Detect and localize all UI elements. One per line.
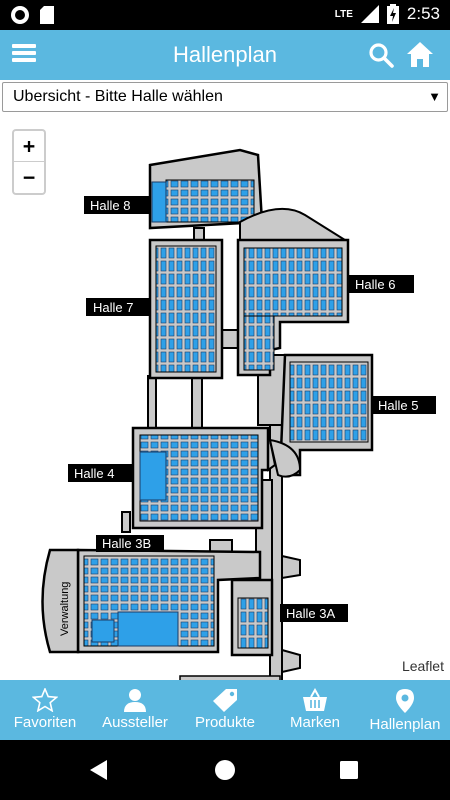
hall-8[interactable] bbox=[148, 148, 264, 230]
hall-select-value: Ubersicht - Bitte Halle wählen bbox=[13, 88, 223, 105]
hall-6-label-bg bbox=[348, 275, 414, 293]
hall-map[interactable]: Halle 8 Halle 7 Halle 6 Halle 5 Halle 4 … bbox=[0, 113, 450, 680]
search-icon[interactable] bbox=[368, 42, 394, 68]
hall-3a-label[interactable]: Halle 3A bbox=[286, 606, 335, 621]
person-icon bbox=[124, 689, 146, 712]
basket-icon bbox=[303, 688, 327, 711]
curve-area bbox=[239, 207, 349, 247]
bottom-nav: Favoriten Aussteller Produkte Marken Hal… bbox=[0, 680, 450, 740]
app-bar: Hallenplan bbox=[0, 30, 450, 80]
hall-6-label[interactable]: Halle 6 bbox=[355, 277, 395, 292]
hall-3b-label[interactable]: Halle 3B bbox=[102, 536, 151, 551]
hall-6[interactable] bbox=[236, 238, 350, 377]
system-nav-bar bbox=[0, 740, 450, 800]
nav-marken[interactable]: Marken bbox=[270, 680, 360, 740]
hall-3b[interactable] bbox=[76, 548, 262, 654]
clock: 2:53 bbox=[406, 4, 440, 23]
page-title: Hallenplan bbox=[173, 42, 277, 67]
bottom-building bbox=[179, 675, 281, 680]
tag-icon bbox=[213, 689, 237, 712]
hall-4[interactable] bbox=[131, 426, 270, 530]
nav-aussteller-label: Aussteller bbox=[102, 714, 168, 731]
network-type: LTE bbox=[334, 8, 353, 20]
hall-8-label[interactable]: Halle 8 bbox=[90, 198, 130, 213]
nav-favoriten[interactable]: Favoriten bbox=[0, 680, 90, 740]
hall-7[interactable] bbox=[148, 238, 224, 380]
recents-icon[interactable] bbox=[340, 761, 358, 779]
hall-4-label[interactable]: Halle 4 bbox=[74, 466, 114, 481]
nav-favoriten-label: Favoriten bbox=[13, 714, 77, 731]
battery-charging-icon bbox=[386, 4, 399, 24]
admin-label[interactable]: Verwaltung bbox=[59, 582, 71, 636]
star-icon bbox=[32, 688, 58, 712]
signal-icon bbox=[360, 5, 379, 23]
hall-select[interactable]: Ubersicht - Bitte Halle wählen ▼ bbox=[2, 82, 448, 112]
hall-7-label[interactable]: Halle 7 bbox=[93, 300, 133, 315]
home-button-icon[interactable] bbox=[214, 759, 236, 781]
hall-5[interactable] bbox=[268, 353, 374, 478]
nav-produkte-label: Produkte bbox=[194, 714, 256, 731]
zoom-control: + − bbox=[12, 129, 46, 195]
back-icon[interactable] bbox=[89, 759, 109, 781]
dropdown-arrow-icon: ▼ bbox=[428, 89, 441, 104]
hall-3a[interactable] bbox=[230, 578, 274, 657]
hall-4-label-bg bbox=[68, 464, 133, 482]
map-attribution[interactable]: Leaflet bbox=[401, 658, 444, 674]
menu-icon[interactable] bbox=[12, 44, 36, 66]
record-icon bbox=[11, 6, 29, 24]
nav-marken-label: Marken bbox=[289, 714, 341, 731]
hall-5-label[interactable]: Halle 5 bbox=[378, 398, 418, 413]
nav-hallenplan-label: Hallenplan bbox=[369, 716, 441, 733]
home-icon[interactable] bbox=[405, 40, 435, 68]
hall-7-label-bg bbox=[86, 298, 150, 316]
sd-card-icon bbox=[40, 6, 54, 24]
hall-5-label-bg bbox=[372, 396, 436, 414]
nav-produkte[interactable]: Produkte bbox=[180, 680, 270, 740]
status-bar: LTE 2:53 bbox=[0, 0, 450, 30]
hall-3b-label-bg bbox=[96, 535, 164, 552]
nav-aussteller[interactable]: Aussteller bbox=[90, 680, 180, 740]
zoom-in-button[interactable]: + bbox=[22, 134, 36, 158]
hall-8-label-bg bbox=[84, 196, 150, 214]
admin-building[interactable] bbox=[41, 548, 80, 654]
nav-hallenplan[interactable]: Hallenplan bbox=[360, 680, 450, 740]
hall-3a-label-bg bbox=[280, 604, 348, 622]
zoom-out-button[interactable]: − bbox=[14, 161, 44, 191]
floor-plan[interactable]: Halle 8 Halle 7 Halle 6 Halle 5 Halle 4 … bbox=[0, 113, 450, 680]
map-pin-icon bbox=[396, 689, 414, 713]
